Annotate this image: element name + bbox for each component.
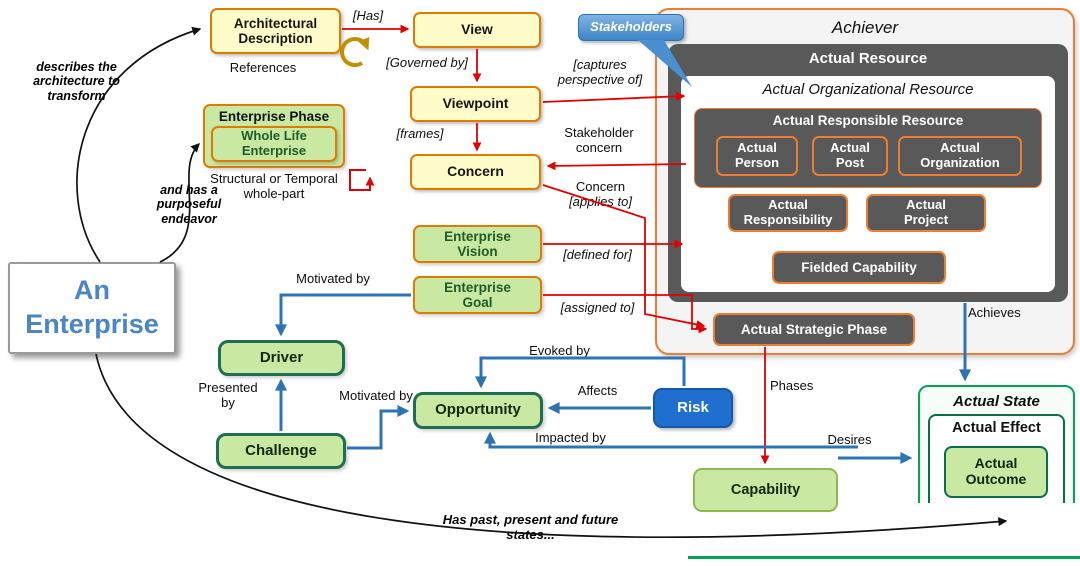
arrow-evoked-by [475,356,686,389]
actual-person-box: Actual Person [716,136,798,176]
edge-label-defined-for: [defined for] [563,247,632,262]
edge-label-structural-whole-part: Structural or Temporal whole-part [210,171,338,201]
stakeholders-callout: Stakeholders [578,14,684,41]
edge-label-evoked-by: Evoked by [529,343,590,358]
edge-label-affects: Affects [577,383,618,398]
fielded-capability-box: Fielded Capability [772,251,946,284]
enterprise-vision-box: Enterprise Vision [413,225,542,263]
edge-label-applies-to: [applies to] [569,193,632,209]
edge-label-governed-by: [Governed by] [386,55,468,70]
capability-box: Capability [693,468,838,512]
arrow-motivated-by-goal [275,293,411,337]
enterprise-phase-title: Enterprise Phase [218,109,330,124]
actual-strategic-phase-box: Actual Strategic Phase [713,313,915,346]
edge-label-describes: describes the architecture to transform [33,60,120,103]
an-enterprise-box: An Enterprise [8,262,176,354]
white-overlay-patch [908,503,1080,548]
whole-life-enterprise-box: Whole Life Enterprise [211,126,337,162]
edge-label-purposeful-endeavor: and has a purposeful endeavor [156,183,222,226]
edge-label-references: References [229,60,297,75]
edge-label-assigned-to: [assigned to] [560,300,635,315]
references-loop-icon [340,36,370,67]
architectural-description-box: Architectural Description [210,8,341,54]
actual-outcome-box: Actual Outcome [944,446,1048,498]
actual-organizational-resource-title: Actual Organizational Resource [762,81,974,98]
edge-label-phases: Phases [770,378,814,393]
edge-label-motivated-by-challenge: Motivated by [339,388,413,403]
edge-label-past-present-future: Has past, present and future states... [442,512,619,542]
actual-project-box: Actual Project [866,194,986,232]
achiever-title: Achiever [831,18,899,37]
actual-responsibility-box: Actual Responsibility [728,194,848,232]
driver-box: Driver [218,340,345,376]
edge-label-captures-perspective: [captures perspective of] [557,57,643,87]
edge-label-has: [Has] [352,8,384,23]
enterprise-goal-box: Enterprise Goal [413,276,542,314]
edge-label-stakeholder-concern: Stakeholder concern [564,125,634,155]
edge-label-achieves: Achieves [968,305,1021,320]
actual-post-box: Actual Post [812,136,888,176]
challenge-box: Challenge [216,433,346,469]
actual-organization-box: Actual Organization [898,136,1022,176]
risk-box: Risk [653,388,733,428]
actual-resource-title: Actual Resource [808,50,928,67]
whole-part-self-loop [349,169,375,191]
actual-effect-title: Actual Effect [952,420,1041,436]
edge-label-concern: Concern [575,179,626,194]
edge-label-presented-by: Presented by [198,380,258,410]
view-box: View [413,12,541,48]
opportunity-box: Opportunity [413,392,543,429]
edge-label-desires: Desires [827,432,872,447]
concern-box: Concern [410,154,541,190]
edge-label-motivated-by-goal: Motivated by [296,271,370,286]
actual-responsible-resource-title: Actual Responsible Resource [772,113,964,128]
edge-label-impacted-by: Impacted by [535,430,606,445]
arrow-motivated-by-challenge [347,405,410,450]
edge-label-frames: [frames] [396,126,444,141]
actual-state-title: Actual State [953,393,1040,410]
viewpoint-box: Viewpoint [410,86,541,122]
edge-label-concern-applies-to: Concern [applies to] [553,179,648,210]
cropped-container-edge [688,556,1080,559]
